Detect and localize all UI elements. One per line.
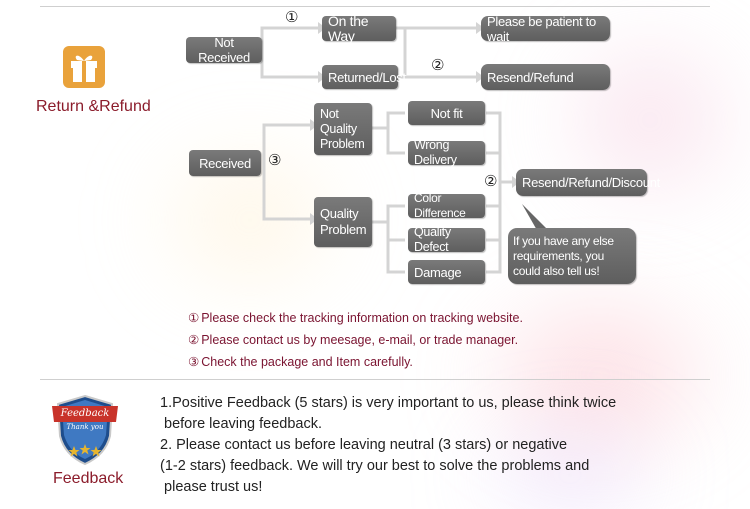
note-marker: ②: [188, 332, 200, 347]
damage-box: Damage: [408, 260, 485, 284]
step-number: ③: [268, 151, 282, 169]
feedback-line: (1-2 stars) feedback. We will try our be…: [160, 458, 590, 474]
note-text: Please contact us by meesage, e-mail, or…: [201, 333, 519, 347]
notes-list: ① Please check the tracking information …: [188, 307, 523, 373]
badge-title: Feedback: [60, 408, 110, 419]
color-difference-box: Color Difference: [408, 191, 485, 220]
feedback-line: please trust us!: [160, 479, 263, 495]
quality-defect-box: Quality Defect: [408, 225, 485, 254]
section-divider: [40, 379, 710, 380]
step-number: ②: [431, 56, 445, 74]
wrong-delivery-box: Wrong Delivery: [408, 138, 485, 167]
return-refund-label: Return &Refund: [36, 98, 151, 115]
resend-refund-discount-box: Resend/Refund/Discount: [516, 169, 660, 196]
callout-tail: [522, 204, 546, 232]
feedback-line: 2. Please contact us before leaving neut…: [160, 437, 568, 453]
badge-subtitle: Thank you: [66, 423, 103, 431]
top-divider: [40, 6, 710, 7]
note-text: Check the package and Item carefully.: [201, 355, 413, 369]
feedback-text: 1.Positive Feedback (5 stars) is very im…: [160, 393, 616, 498]
received-box: Received: [189, 150, 261, 176]
step-number: ①: [285, 8, 299, 26]
returned-lost-box: Returned/Lost: [322, 65, 406, 89]
please-wait-box: Please be patient to wait: [481, 14, 610, 44]
callout-bubble: If you have any else requirements, you c…: [508, 228, 636, 284]
feedback-line: 1.Positive Feedback (5 stars) is very im…: [160, 395, 617, 411]
not-quality-problem-box: Not Quality Problem: [314, 103, 372, 155]
feedback-line: before leaving feedback.: [160, 416, 323, 432]
note-marker: ③: [188, 354, 200, 369]
feedback-badge-icon: Feedback Thank you: [50, 392, 120, 466]
step-number: ②: [484, 172, 498, 190]
note-item: ① Please check the tracking information …: [188, 307, 523, 329]
note-item: ② Please contact us by meesage, e-mail, …: [188, 329, 523, 351]
on-the-way-box: On the Way: [322, 13, 396, 43]
note-text: Please check the tracking information on…: [201, 311, 523, 325]
not-fit-box: Not fit: [408, 101, 485, 125]
note-marker: ①: [188, 310, 200, 325]
feedback-label: Feedback: [53, 470, 124, 487]
not-received-box: Not Received: [186, 35, 262, 65]
note-item: ③ Check the package and Item carefully.: [188, 351, 523, 373]
gift-box-icon: [62, 45, 106, 89]
quality-problem-box: Quality Problem: [314, 197, 372, 247]
resend-refund-box: Resend/Refund: [481, 64, 610, 90]
